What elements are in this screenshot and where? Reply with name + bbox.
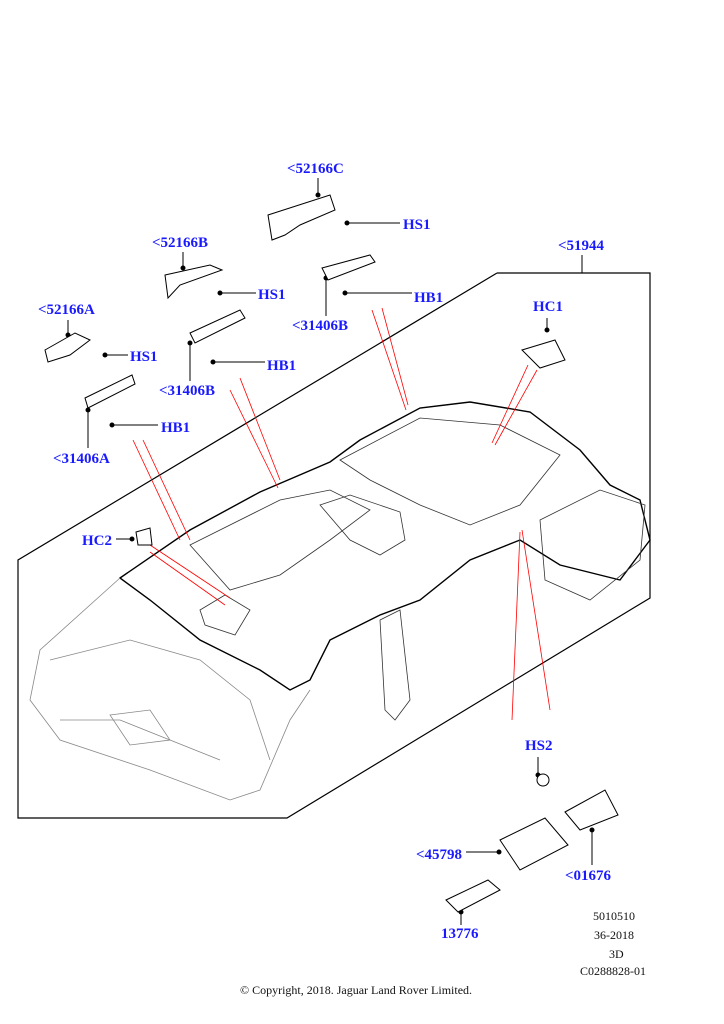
handle-31406b-top [321,254,376,281]
clip-hc2 [135,527,153,546]
assembly-frame [17,272,651,819]
drawing-number: 5010510 [593,909,635,923]
drawing-date: 36-2018 [594,928,634,942]
callout-hc1[interactable]: HC1 [533,299,563,315]
callout-52166C[interactable]: <52166C [287,161,344,177]
callout-13776[interactable]: 13776 [441,926,479,942]
callout-51944[interactable]: <51944 [558,238,605,254]
callout-hs2[interactable]: HS2 [525,738,553,754]
callout-hs1[interactable]: HS1 [130,349,158,365]
callout-52166A[interactable]: <52166A [38,302,95,318]
lens-13776 [445,879,501,913]
callout-hb1[interactable]: HB1 [161,420,191,436]
callout-01676[interactable]: <01676 [565,868,612,884]
callout-31406B[interactable]: <31406B [159,383,216,399]
callout-hc2[interactable]: HC2 [82,533,112,549]
callout-45798[interactable]: <45798 [416,847,463,863]
lamp-45798 [499,817,569,871]
red-leaders [132,307,551,721]
drawing-code: C0288828-01 [580,964,646,978]
headliner-details [189,417,646,721]
callout-leaders [65,178,595,925]
bracket-52166c [267,194,336,241]
handle-31406b-mid [189,309,246,344]
headliner-panel [118,401,651,691]
handle-31406a [84,374,136,409]
small-parts [44,194,619,913]
car-body-outline [29,577,311,801]
callout-hs1[interactable]: HS1 [403,217,431,233]
callout-31406B[interactable]: <31406B [292,318,349,334]
callout-hs1[interactable]: HS1 [258,287,286,303]
callout-52166B[interactable]: <52166B [152,235,209,251]
screw-hs2 [536,773,550,787]
callout-31406A[interactable]: <31406A [53,451,110,467]
module-01676 [564,789,619,831]
bracket-52166b [164,264,224,300]
drawing-type: 3D [609,947,624,961]
callout-hb1[interactable]: HB1 [414,290,444,306]
callout-hb1[interactable]: HB1 [267,358,297,374]
bracket-52166a [44,332,91,363]
clip-hc1 [521,339,566,369]
copyright-notice: © Copyright, 2018. Jaguar Land Rover Lim… [239,983,473,997]
